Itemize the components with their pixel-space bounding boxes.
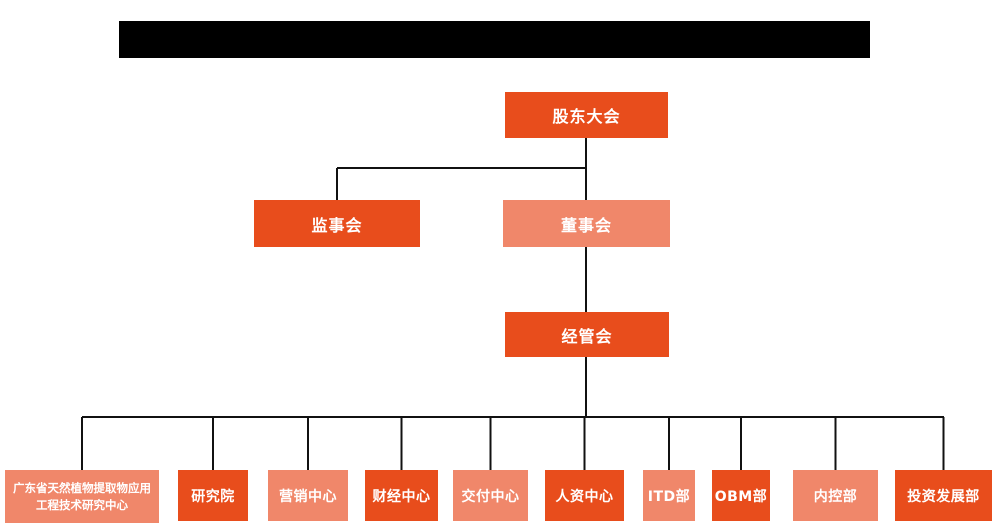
node-dept-finance-center: 财经中心 bbox=[365, 470, 438, 521]
node-dept-research-center: 广东省天然植物提取物应用工程技术研究中心 bbox=[5, 470, 159, 523]
node-dept-itd: ITD部 bbox=[643, 470, 695, 521]
node-dept-obm: OBM部 bbox=[712, 470, 770, 521]
node-dept-marketing-center: 营销中心 bbox=[268, 470, 348, 521]
node-management-committee: 经管会 bbox=[505, 312, 669, 357]
node-dept-internal-control: 内控部 bbox=[793, 470, 878, 521]
node-supervisory-board: 监事会 bbox=[254, 200, 420, 247]
node-dept-delivery-center: 交付中心 bbox=[453, 470, 528, 521]
node-dept-investment-development: 投资发展部 bbox=[895, 470, 992, 521]
node-board-of-directors: 董事会 bbox=[503, 200, 670, 247]
title-redacted-bar bbox=[119, 21, 870, 58]
node-dept-hr-center: 人资中心 bbox=[545, 470, 624, 521]
node-dept-research-institute: 研究院 bbox=[178, 470, 248, 521]
node-shareholders-meeting: 股东大会 bbox=[505, 92, 668, 138]
